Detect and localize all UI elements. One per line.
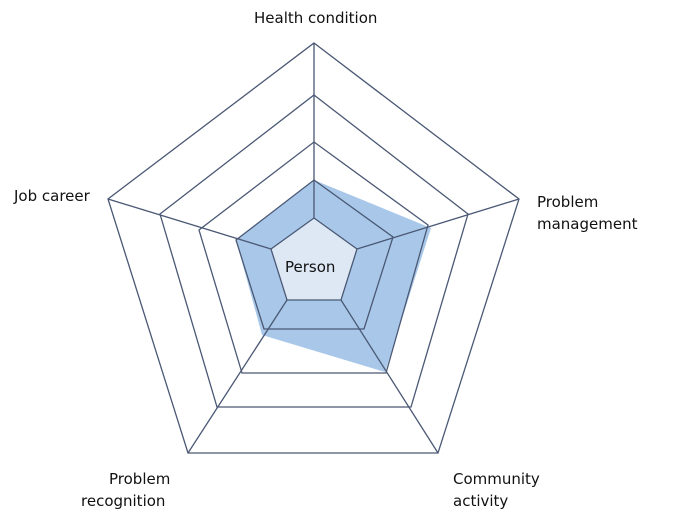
center-pentagon <box>270 217 358 301</box>
grid-ring-1 <box>235 179 394 330</box>
axis-label-line: Job career <box>14 187 90 205</box>
axis-label-line: activity <box>453 492 509 510</box>
axis-label-line: Problem <box>109 470 171 488</box>
axis-label-community-activity: Community activity <box>453 468 540 512</box>
axis-spoke-community-activity <box>340 299 439 454</box>
axis-label-health-condition: Health condition <box>254 7 377 29</box>
center-label: Person <box>285 258 336 276</box>
axis-label-problem-management: Problem management <box>537 191 637 235</box>
axis-label-line: management <box>537 215 638 233</box>
axis-label-line: Problem <box>537 193 599 211</box>
axis-label-problem-recognition: Problem recognition <box>81 468 170 512</box>
axis-label-job-career: Job career <box>14 185 90 207</box>
axis-spoke-job-career <box>107 198 272 250</box>
axis-label-line: Community <box>453 470 540 488</box>
axis-spoke-problem-management <box>356 198 520 250</box>
axis-label-line: recognition <box>81 492 166 510</box>
axis-label-line: Health condition <box>254 9 378 27</box>
grid-ring-2 <box>198 141 429 374</box>
axis-spoke-problem-recognition <box>187 299 288 454</box>
grid-ring-4 <box>107 42 520 454</box>
grid-ring-3 <box>159 94 469 408</box>
